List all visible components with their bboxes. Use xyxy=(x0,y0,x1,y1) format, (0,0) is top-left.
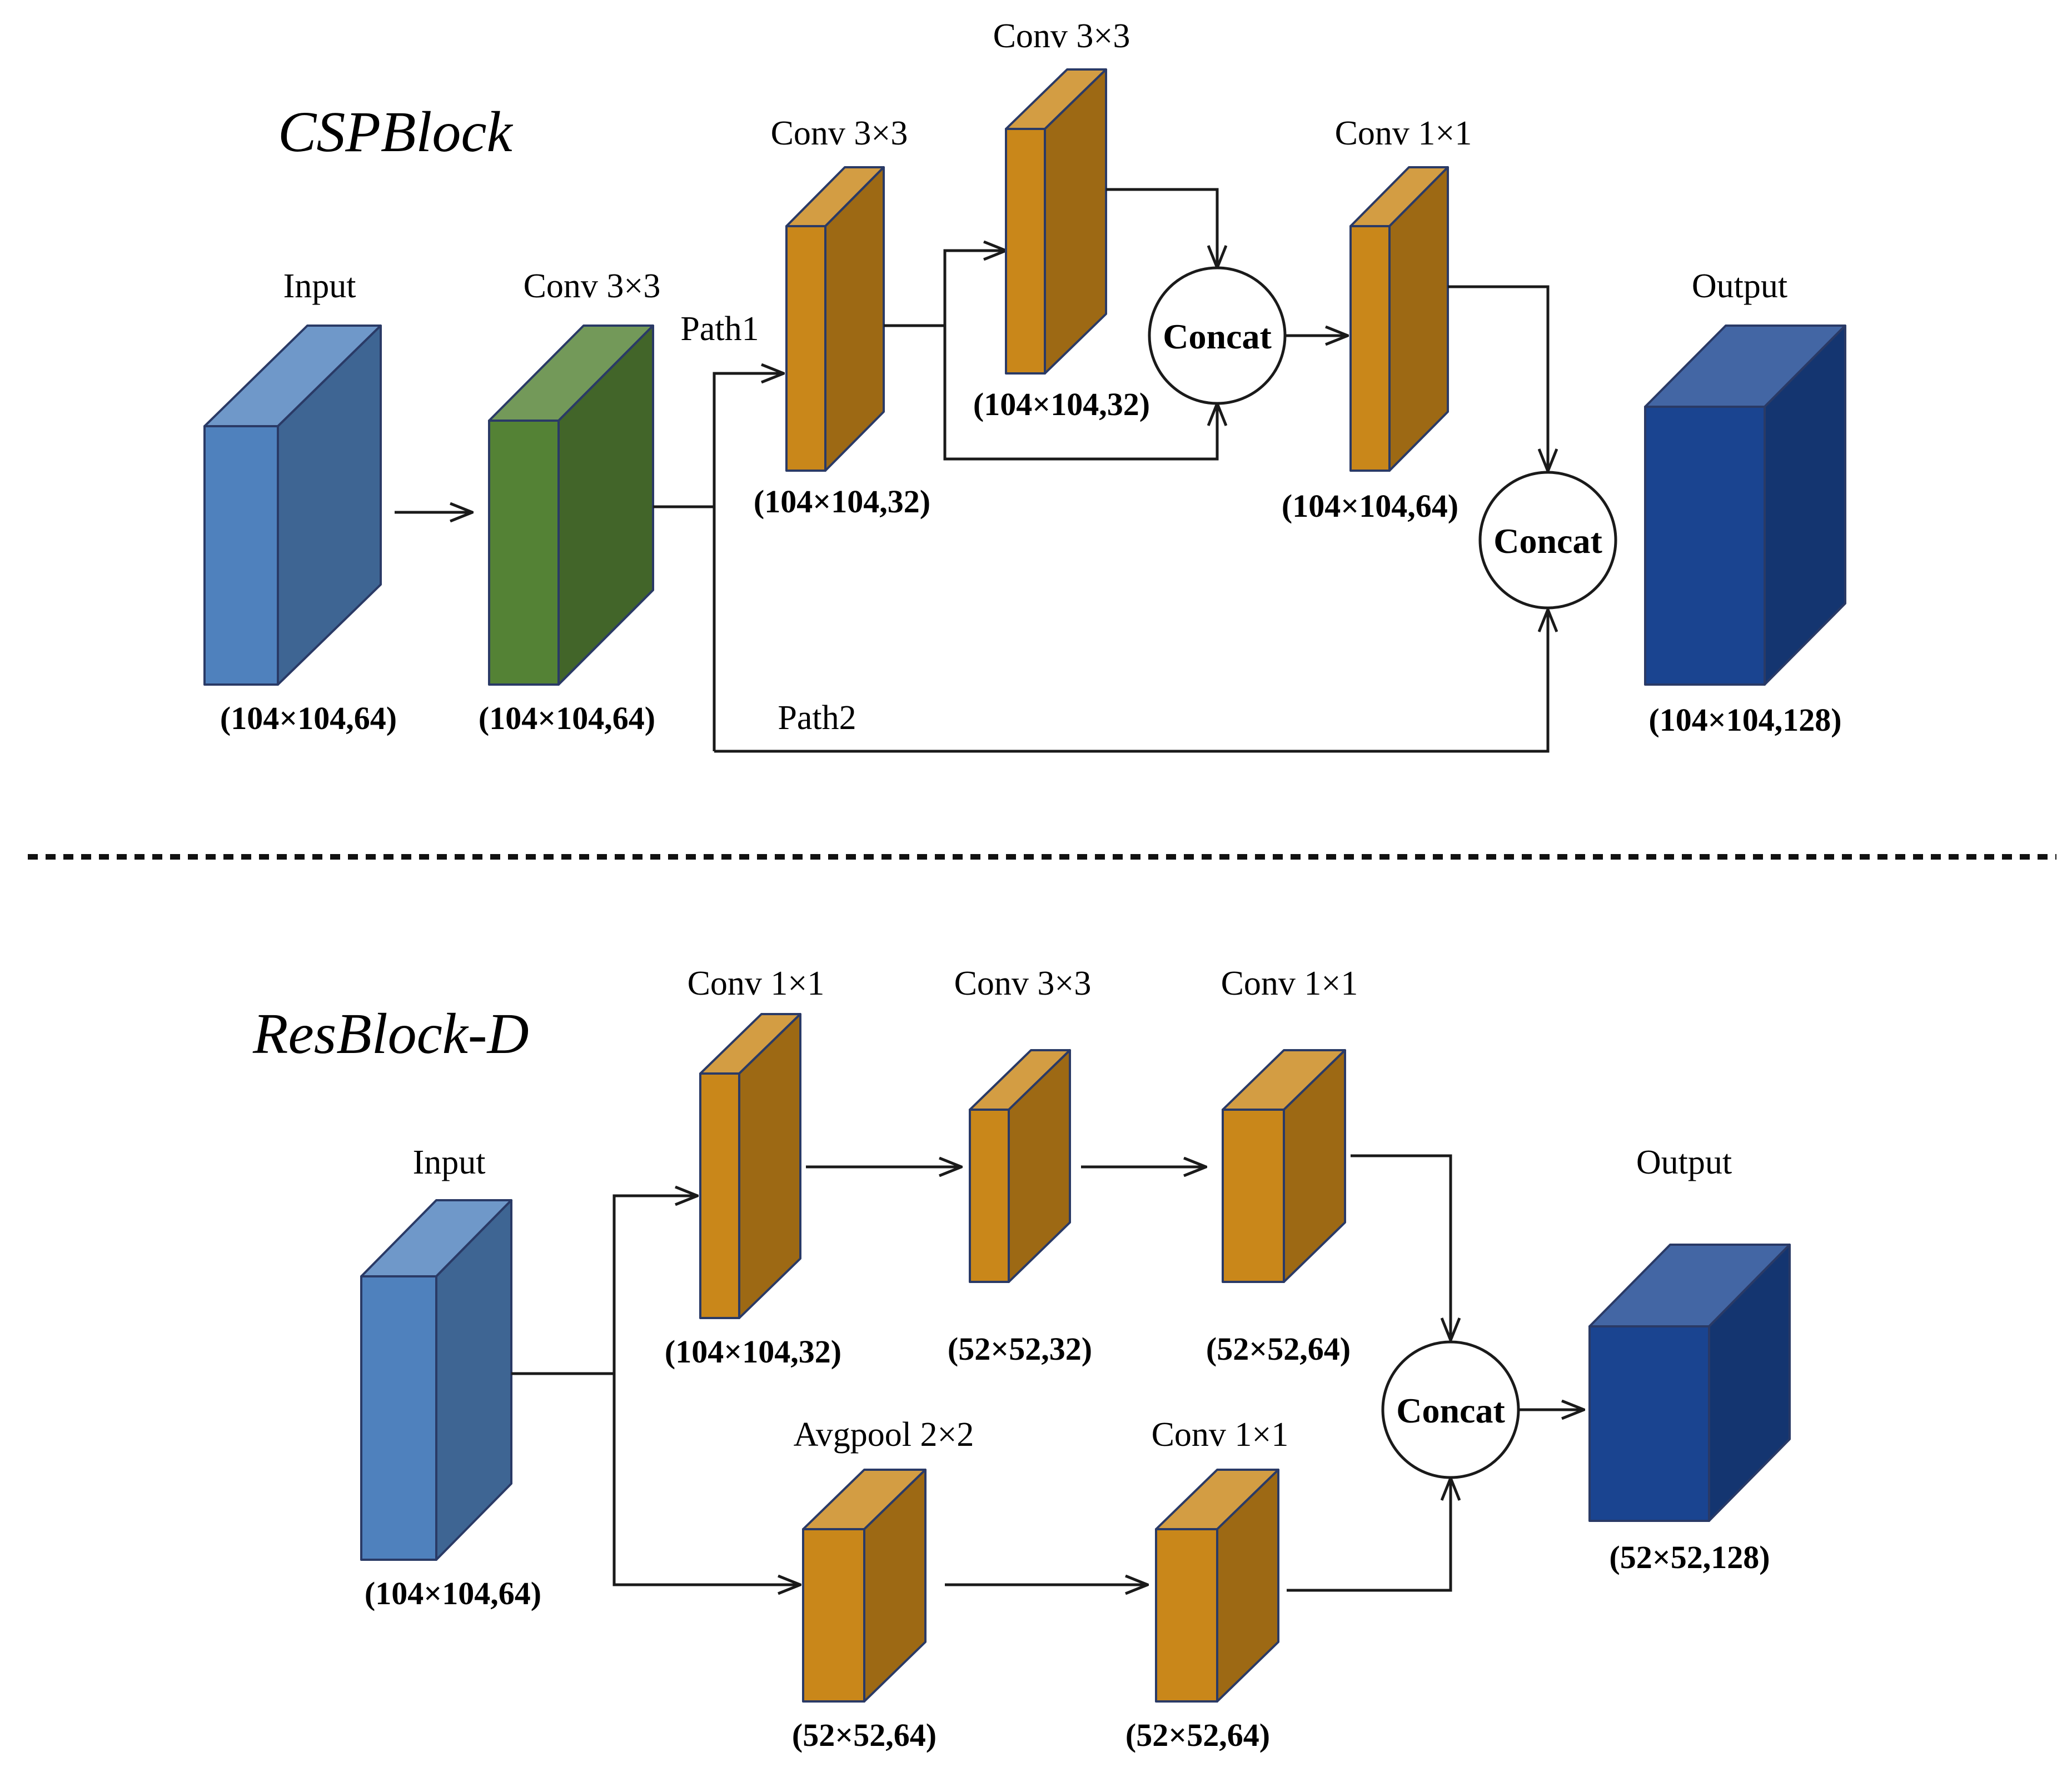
csp-stem-conv-dims: (104×104,64) xyxy=(479,700,655,736)
csp-conv-c-to-concat-wire xyxy=(1448,285,1548,471)
resd-conv-3-label: Conv 1×1 xyxy=(1221,965,1358,1002)
csp-stem-conv-block xyxy=(488,325,654,686)
resd-input-dims: (104×104,64) xyxy=(365,1575,541,1611)
resd-conv-4-to-concat-wire xyxy=(1287,1478,1451,1592)
csp-path1-wire xyxy=(713,373,784,751)
csp-stem-conv-label: Conv 3×3 xyxy=(524,267,661,305)
csp-conv-b-label: Conv 3×3 xyxy=(993,17,1130,55)
resd-conv-3-block xyxy=(1222,1049,1346,1283)
resd-conv-3-dims: (52×52,64) xyxy=(1206,1331,1351,1367)
csp-conv-c-block xyxy=(1349,166,1449,472)
csp-conv-b-to-concat-wire xyxy=(1106,188,1217,268)
csp-conv-b-block xyxy=(1005,68,1107,375)
resblock-d-title: ResBlock-D xyxy=(252,1002,529,1066)
resd-input-label: Input xyxy=(413,1144,486,1181)
resd-lower-path-wire xyxy=(612,1374,800,1585)
resd-input-block xyxy=(360,1199,512,1561)
csp-concat-outer-label: Concat xyxy=(1493,521,1602,561)
resd-conv-2-label: Conv 3×3 xyxy=(954,965,1092,1002)
resd-conv-1-label: Conv 1×1 xyxy=(688,965,825,1002)
csp-conv-c-dims: (104×104,64) xyxy=(1282,488,1458,524)
resd-conv-4-dims: (52×52,64) xyxy=(1125,1717,1270,1753)
csp-conv-b-dims: (104×104,32) xyxy=(973,386,1150,422)
csp-conv-a-block xyxy=(785,166,885,472)
resd-avgpool-dims: (52×52,64) xyxy=(792,1717,937,1753)
csp-input-dims: (104×104,64) xyxy=(220,700,397,736)
resd-conv-2-block xyxy=(969,1049,1071,1283)
csp-input-block xyxy=(203,325,382,686)
csp-concat-inner: Concat xyxy=(1148,266,1287,405)
resd-output-label: Output xyxy=(1636,1144,1732,1181)
resd-conv-1-block xyxy=(699,1013,801,1319)
resd-upper-path-wire xyxy=(612,1196,698,1585)
resd-output-block xyxy=(1588,1244,1791,1522)
csp-path2-label: Path2 xyxy=(778,699,856,737)
csp-output-dims: (104×104,128) xyxy=(1648,702,1841,738)
csp-conv-a-to-conv-b-wire xyxy=(943,251,1006,459)
csp-input-label: Input xyxy=(283,267,356,305)
csp-conv-a-dims: (104×104,32) xyxy=(754,483,930,520)
csp-conv-a-to-concat-wire xyxy=(943,326,1217,461)
csp-output-label: Output xyxy=(1692,267,1787,305)
csp-concat-outer: Concat xyxy=(1478,471,1617,610)
csp-conv-a-label: Conv 3×3 xyxy=(771,114,908,152)
csp-path1-label: Path1 xyxy=(680,310,759,348)
resd-avgpool-block xyxy=(802,1469,927,1703)
csp-output-block xyxy=(1644,325,1846,686)
resd-conv-4-block xyxy=(1155,1469,1279,1703)
resd-conv-4-label: Conv 1×1 xyxy=(1152,1416,1289,1454)
cspblock-title: CSPBlock xyxy=(278,100,513,164)
csp-conv-c-label: Conv 1×1 xyxy=(1335,114,1472,152)
resd-conv-2-dims: (52×52,32) xyxy=(948,1331,1092,1367)
csp-path2-wire xyxy=(714,610,1548,753)
resd-avgpool-label: Avgpool 2×2 xyxy=(794,1416,974,1454)
resd-concat: Concat xyxy=(1381,1340,1520,1479)
resd-output-dims: (52×52,128) xyxy=(1609,1539,1770,1575)
resd-concat-label: Concat xyxy=(1396,1391,1505,1430)
resd-conv-3-to-concat-wire xyxy=(1351,1154,1451,1340)
csp-concat-inner-label: Concat xyxy=(1163,317,1272,356)
resd-conv-1-dims: (104×104,32) xyxy=(665,1334,841,1370)
